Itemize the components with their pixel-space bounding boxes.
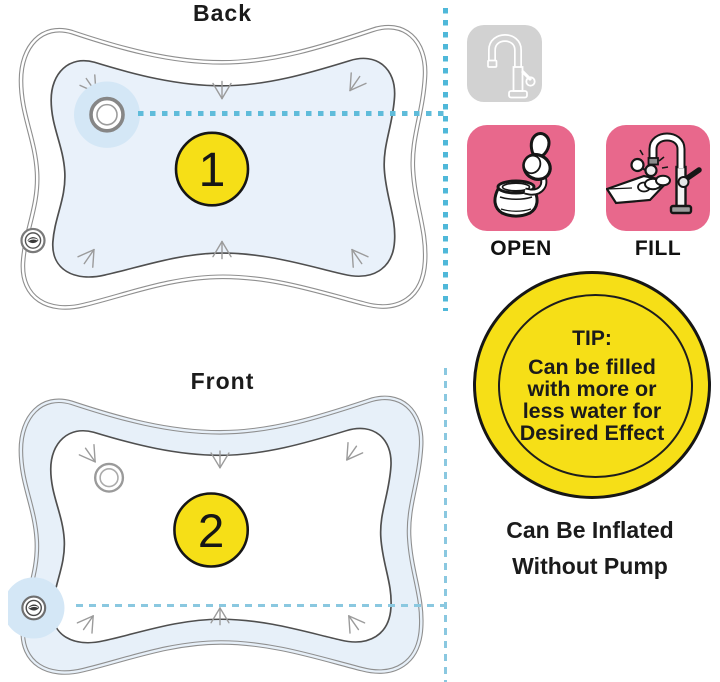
fill-step-card [606, 125, 710, 231]
open-step-label: OPEN [490, 237, 552, 260]
water-valve-icon [93, 462, 125, 493]
tip-line: Desired Effect [519, 420, 665, 445]
faucet-icon [487, 34, 536, 99]
tip-title: TIP: [572, 326, 612, 350]
front-mat-illustration: 2 [8, 381, 432, 677]
number-badge-1-label: 1 [199, 143, 226, 197]
inflate-note-line: Without Pump [512, 553, 668, 579]
inflate-note-line: Can Be Inflated [506, 517, 674, 543]
fill-step-label: FILL [634, 237, 682, 260]
back-view-title: Back [193, 0, 252, 26]
faucet-card [467, 25, 542, 102]
front-view-title: Front [190, 368, 255, 394]
back-mat-illustration: 1 [8, 10, 436, 312]
air-valve-icon [21, 595, 47, 621]
front-valve-callout-line [76, 604, 448, 607]
number-badge-2: 2 [173, 492, 250, 568]
number-badge-2-label: 2 [198, 505, 224, 558]
air-valve-icon [20, 227, 46, 254]
inflate-note: Can Be Inflated Without Pump [464, 512, 716, 584]
tip-badge: TIP: Can be filled with more or less wat… [473, 271, 711, 499]
tip-line: less water for [522, 398, 662, 423]
tip-line: with more or [527, 376, 657, 401]
tip-line: Can be filled [528, 354, 656, 379]
front-divider-dashed-line [444, 368, 447, 682]
open-step-card [467, 125, 575, 231]
open-valve-cap-icon [493, 132, 552, 218]
back-valve-callout-line [138, 111, 446, 116]
fill-under-faucet-icon [606, 132, 702, 215]
back-divider-dashed-line [443, 8, 448, 311]
number-badge-1: 1 [174, 131, 250, 207]
